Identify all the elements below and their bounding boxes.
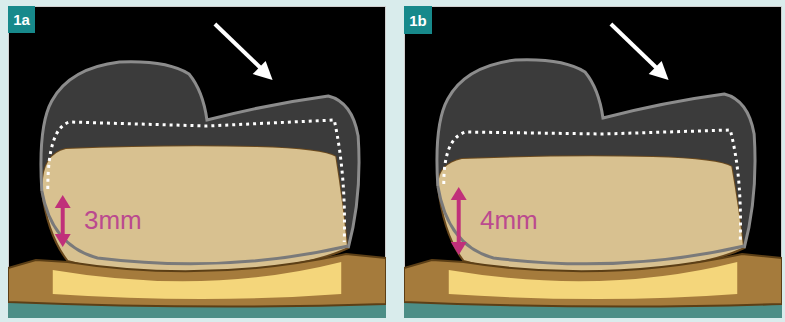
- pointer-arrow: [611, 24, 657, 68]
- root: [449, 262, 737, 299]
- arrow-head: [253, 61, 273, 80]
- arrow-head: [649, 61, 669, 80]
- panel-ground: [404, 7, 781, 318]
- crown: [41, 62, 359, 248]
- reduction-line: [444, 130, 741, 242]
- tooth-preparation: [438, 155, 745, 274]
- crown-outline: [437, 60, 755, 248]
- figure-number: 1b: [409, 13, 427, 28]
- gingiva: [404, 254, 782, 307]
- figure-panel: 1a 3mm: [8, 6, 386, 318]
- gingiva: [8, 254, 386, 307]
- dimension-arrow: [61, 204, 65, 238]
- dimension-label: 3mm: [84, 207, 142, 233]
- crown-margin-line: [438, 186, 744, 264]
- root: [53, 262, 341, 299]
- pointer-arrow: [215, 24, 261, 68]
- figure-panel: 1b 4mm: [404, 6, 782, 318]
- arrow-head: [451, 187, 467, 200]
- tooth-preparation: [42, 145, 349, 274]
- figure-label-box: 1b: [404, 6, 432, 34]
- tooth-illustration: [8, 6, 386, 318]
- crown-margin-line: [42, 191, 348, 264]
- arrow-head: [55, 234, 71, 247]
- figure-label-box: 1a: [8, 6, 35, 33]
- arrow-head: [451, 242, 467, 255]
- dimension-arrow: [457, 196, 461, 246]
- crown-outline: [41, 62, 359, 248]
- dimension-label: 4mm: [480, 207, 538, 233]
- reduction-line: [48, 120, 345, 242]
- panel-ground: [8, 7, 385, 318]
- figure-number: 1a: [13, 12, 30, 27]
- arrow-head: [55, 195, 71, 208]
- crown: [437, 60, 755, 248]
- tooth-illustration: [404, 6, 782, 318]
